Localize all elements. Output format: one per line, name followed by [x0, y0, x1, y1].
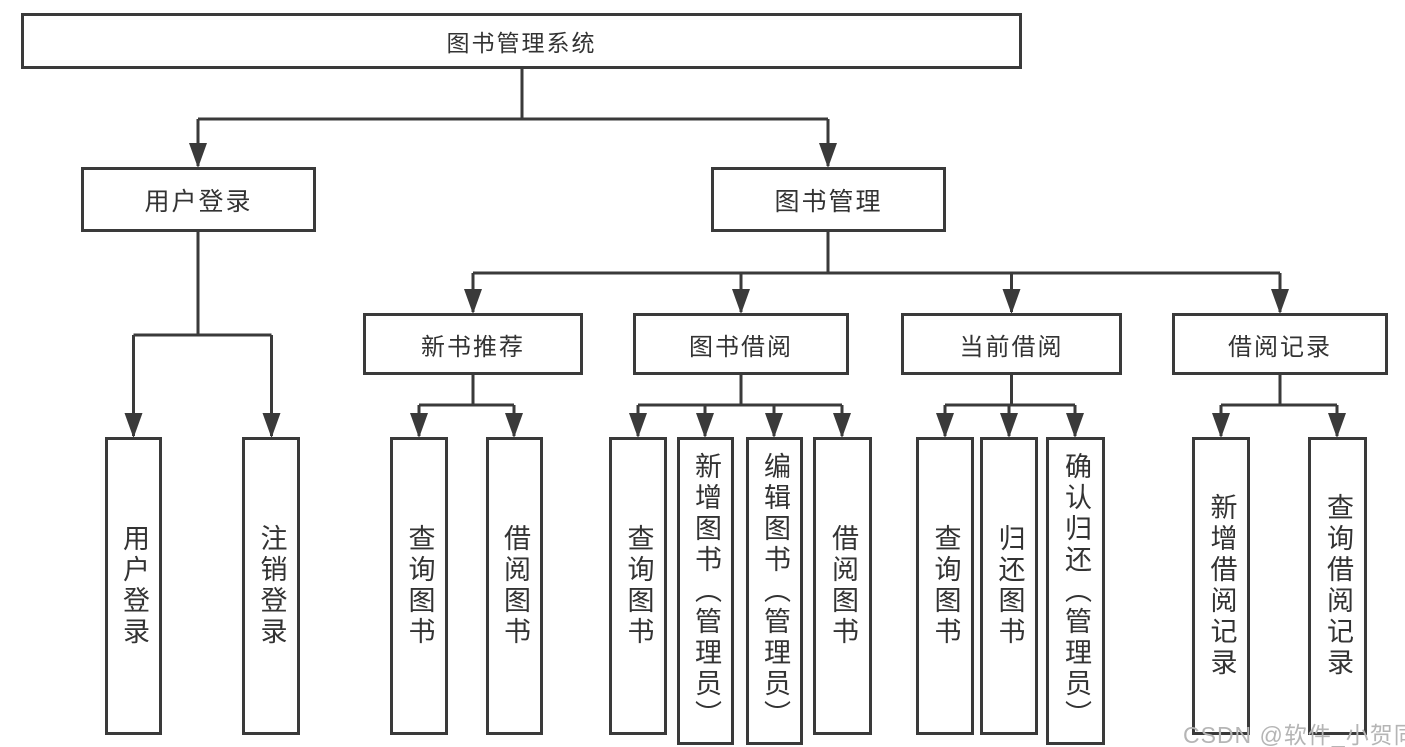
node-user-login: 用户登录 — [81, 167, 316, 232]
arrow-down-icon — [629, 413, 647, 438]
arrow-down-icon — [410, 413, 428, 438]
leaf-label: 新增图书（管理员） — [691, 451, 721, 731]
node-label: 用户登录 — [144, 187, 253, 216]
leaf-label: 确认归还（管理员） — [1061, 451, 1091, 731]
leaf-query-books-borrow: 查询图书 — [609, 437, 667, 735]
leaf-label: 归还图书 — [994, 524, 1025, 648]
node-label: 图书借阅 — [689, 333, 793, 361]
arrow-down-icon — [696, 413, 714, 438]
arrow-down-icon — [1066, 413, 1084, 438]
leaf-add-books-admin: 新增图书（管理员） — [677, 437, 734, 745]
leaf-logout: 注销登录 — [242, 437, 300, 735]
arrow-down-icon — [1002, 289, 1021, 314]
leaf-label: 注销登录 — [256, 524, 287, 648]
node-book-borrow: 图书借阅 — [633, 313, 849, 375]
leaf-query-borrow-record: 查询借阅记录 — [1308, 437, 1367, 735]
arrow-down-icon — [1000, 413, 1018, 438]
leaf-confirm-return-admin: 确认归还（管理员） — [1046, 437, 1105, 745]
leaf-label: 用户登录 — [119, 524, 149, 648]
leaf-label: 编辑图书（管理员） — [760, 451, 790, 731]
arrow-down-icon — [124, 413, 143, 438]
node-new-book-recommend: 新书推荐 — [363, 313, 583, 375]
node-label: 新书推荐 — [421, 333, 525, 361]
leaf-edit-books-admin: 编辑图书（管理员） — [746, 437, 803, 745]
node-label: 当前借阅 — [959, 333, 1064, 361]
leaf-query-books-current: 查询图书 — [916, 437, 974, 735]
node-library-management-system: 图书管理系统 — [21, 13, 1022, 69]
leaf-label: 查询图书 — [623, 524, 654, 648]
leaf-user-login: 用户登录 — [105, 437, 162, 735]
arrow-down-icon — [833, 413, 851, 438]
node-label: 图书管理 — [774, 187, 883, 216]
node-label: 图书管理系统 — [446, 30, 597, 56]
leaf-borrow-books: 借阅图书 — [813, 437, 872, 735]
arrow-down-icon — [732, 289, 750, 314]
connector-lines — [132, 69, 1339, 436]
arrow-down-icon — [765, 413, 783, 438]
arrow-down-icon — [936, 413, 954, 438]
leaf-label: 新增借阅记录 — [1206, 493, 1237, 679]
csdn-watermark: CSDN @软件_小贺同学 — [1183, 722, 1405, 747]
leaf-borrow-books-recommend: 借阅图书 — [486, 437, 543, 735]
arrow-down-icon — [262, 413, 281, 438]
leaf-label: 借阅图书 — [828, 524, 858, 648]
arrow-down-icon — [464, 289, 482, 314]
arrow-down-icon — [819, 143, 837, 168]
leaf-label: 查询图书 — [404, 524, 435, 648]
arrow-down-icon — [505, 413, 523, 438]
node-borrow-records: 借阅记录 — [1172, 313, 1388, 375]
arrowheads — [124, 143, 1346, 438]
node-book-management: 图书管理 — [711, 167, 946, 232]
arrow-down-icon — [1212, 413, 1230, 438]
node-label: 借阅记录 — [1228, 333, 1332, 361]
arrow-down-icon — [1328, 413, 1346, 438]
arrow-down-icon — [1271, 289, 1289, 314]
leaf-label: 借阅图书 — [500, 524, 530, 648]
leaf-query-books-recommend: 查询图书 — [390, 437, 448, 735]
leaf-add-borrow-record: 新增借阅记录 — [1192, 437, 1250, 735]
leaf-label: 查询借阅记录 — [1323, 493, 1353, 679]
arrow-down-icon — [189, 143, 207, 168]
leaf-label: 查询图书 — [930, 524, 961, 648]
leaf-return-books: 归还图书 — [980, 437, 1038, 735]
node-current-borrow: 当前借阅 — [901, 313, 1122, 375]
